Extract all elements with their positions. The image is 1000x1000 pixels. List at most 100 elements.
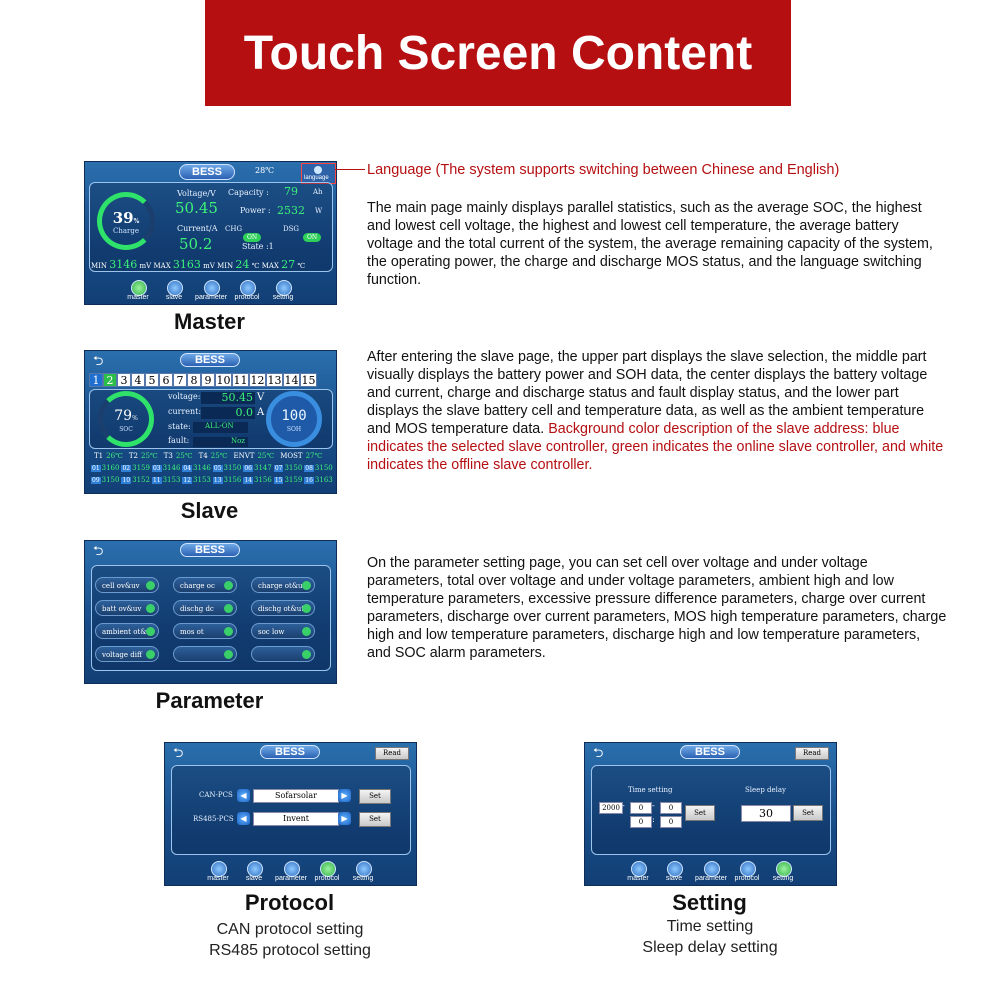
parameter-button[interactable]: charge oc: [173, 577, 237, 593]
nav-parameter-button[interactable]: [284, 861, 300, 877]
parameter-button[interactable]: mos ot: [173, 623, 237, 639]
slave-address-button[interactable]: 13: [266, 373, 283, 387]
slave-fault-box: Noz: [193, 437, 248, 447]
slave-address-button[interactable]: 9: [201, 373, 215, 387]
time-set-button[interactable]: Set: [685, 805, 715, 821]
nav-master-button[interactable]: [211, 861, 227, 877]
parameter-button-label: mos ot: [180, 628, 204, 636]
nav-protocol-button[interactable]: [320, 861, 336, 877]
parameter-button[interactable]: soc low: [251, 623, 315, 639]
year-input[interactable]: 2000: [599, 802, 623, 814]
nav-slave-button[interactable]: [247, 861, 263, 877]
slave-address-button[interactable]: 4: [131, 373, 145, 387]
parameter-button[interactable]: charge ot&ut: [251, 577, 315, 593]
temp-value: 26℃: [106, 452, 123, 460]
slave-address-button[interactable]: 12: [249, 373, 266, 387]
current-label: Current/A: [177, 224, 218, 233]
cell-index: 16: [304, 477, 314, 484]
setting-screen: ⮌ BESS Read Time setting Sleep delay 200…: [584, 742, 837, 886]
sleep-delay-input[interactable]: 30: [741, 805, 791, 822]
parameter-back-icon[interactable]: ⮌: [93, 544, 104, 559]
slave-address-button[interactable]: 15: [300, 373, 317, 387]
cell-voltage: 3160: [101, 464, 120, 472]
cell-index: 06: [243, 465, 253, 472]
slave-title: BESS: [180, 353, 240, 367]
protocol-back-icon[interactable]: ⮌: [173, 746, 184, 761]
slave-address-button[interactable]: 6: [159, 373, 173, 387]
slave-address-button[interactable]: 10: [215, 373, 232, 387]
cell-voltage: 3147: [253, 464, 272, 472]
nav-protocol-button[interactable]: [740, 861, 756, 877]
cell-index: 08: [304, 465, 314, 472]
parameter-button-label: batt ov&uv: [102, 605, 142, 613]
can-pcs-select[interactable]: Sofarsolar: [253, 789, 339, 803]
parameter-button[interactable]: [251, 646, 315, 662]
nav-master-button[interactable]: [631, 861, 647, 877]
can-set-button[interactable]: Set: [359, 789, 391, 804]
can-prev-button[interactable]: ◀: [237, 789, 250, 802]
slave-voltage-box: 50.45: [201, 391, 255, 404]
gear-icon: [146, 627, 155, 636]
slave-address-button[interactable]: 2: [103, 373, 117, 387]
parameter-caption: Parameter: [155, 688, 264, 713]
master-screen: BESS 28℃ language 39% Charge Voltage/V 5…: [84, 161, 337, 305]
nav-slave-button[interactable]: [167, 280, 183, 296]
cell-voltage: 3150: [101, 476, 120, 484]
nav-setting-button[interactable]: [356, 861, 372, 877]
rs485-pcs-select[interactable]: Invent: [253, 812, 339, 826]
cell-index: 07: [273, 465, 284, 472]
slave-address-button[interactable]: 5: [145, 373, 159, 387]
rs485-prev-button[interactable]: ◀: [237, 812, 250, 825]
parameter-button[interactable]: dischg ot&ut: [251, 600, 315, 616]
parameter-button[interactable]: cell ov&uv: [95, 577, 159, 593]
sleep-set-button[interactable]: Set: [793, 805, 823, 821]
protocol-caption: Protocol: [244, 890, 335, 915]
minute-input[interactable]: 0: [660, 816, 682, 828]
nav-setting-button[interactable]: [776, 861, 792, 877]
nav-master-button[interactable]: [131, 280, 147, 296]
slave-soc-gauge: 79% SOC: [98, 391, 154, 447]
nav-setting-button[interactable]: [276, 280, 292, 296]
slave-address-button[interactable]: 14: [283, 373, 300, 387]
slave-caption: Slave: [180, 498, 239, 523]
slave-address-button[interactable]: 8: [187, 373, 201, 387]
cell-index: 12: [182, 477, 193, 484]
day-input[interactable]: 0: [660, 802, 682, 814]
slave-address-button[interactable]: 1: [89, 373, 103, 387]
slave-address-button[interactable]: 3: [117, 373, 131, 387]
parameter-button[interactable]: batt ov&uv: [95, 600, 159, 616]
gear-icon: [146, 604, 155, 613]
hour-input[interactable]: 0: [630, 816, 652, 828]
temp-value: 27℃: [305, 452, 323, 460]
rs485-next-button[interactable]: ▶: [338, 812, 351, 825]
gear-icon: [224, 581, 233, 590]
nav-parameter-button[interactable]: [704, 861, 720, 877]
protocol-read-button[interactable]: Read: [375, 747, 409, 760]
parameter-title: BESS: [180, 543, 240, 557]
temp-value: 25℃: [210, 452, 228, 460]
rs485-set-button[interactable]: Set: [359, 812, 391, 827]
language-button[interactable]: language: [301, 163, 336, 184]
parameter-button[interactable]: voltage diff: [95, 646, 159, 662]
nav-slave-button[interactable]: [667, 861, 683, 877]
min-voltage: 3146: [109, 258, 138, 271]
min-temp: 24: [235, 258, 250, 271]
slave-address-button[interactable]: 11: [232, 373, 249, 387]
slave-voltage-unit: V: [257, 392, 265, 403]
slave-address-button[interactable]: 7: [173, 373, 187, 387]
parameter-button[interactable]: ambient ot&ut: [95, 623, 159, 639]
setting-read-button[interactable]: Read: [795, 747, 829, 760]
parameter-button[interactable]: dischg dc: [173, 600, 237, 616]
protocol-sub-can: CAN protocol setting: [216, 921, 364, 938]
setting-back-icon[interactable]: ⮌: [593, 746, 604, 761]
slave-back-icon[interactable]: ⮌: [93, 354, 104, 369]
can-next-button[interactable]: ▶: [338, 789, 351, 802]
month-input[interactable]: 0: [630, 802, 652, 814]
chg-label: CHG: [225, 225, 243, 233]
slave-current-unit: A: [257, 407, 265, 418]
nav-parameter-button[interactable]: [204, 280, 220, 296]
parameter-button[interactable]: [173, 646, 237, 662]
nav-protocol-button[interactable]: [240, 280, 256, 296]
